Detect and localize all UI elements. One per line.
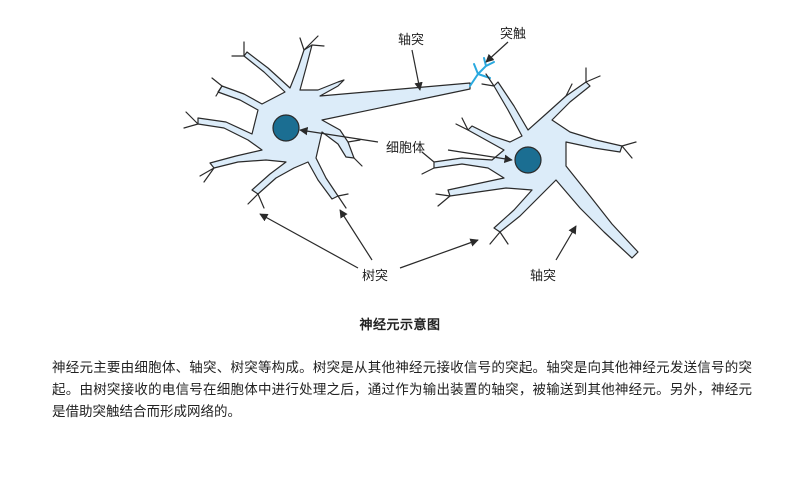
axon-top-arrow — [411, 49, 423, 91]
dendrite-label: 树突 — [362, 268, 388, 284]
left-neuron-body — [197, 44, 471, 200]
figure-description: 神经元主要由细胞体、轴突、树突等构成。树突是从其他神经元接收信号的突起。轴突是向… — [52, 360, 752, 420]
left-neuron — [183, 35, 471, 209]
dendrite-arrow-2 — [339, 209, 373, 261]
neuron-diagram: 轴突 突触 细胞体 树突 轴突 — [183, 26, 639, 284]
synapse-arrow — [485, 41, 509, 63]
synapse-terminal — [469, 57, 495, 87]
left-neuron-dendrite-branches — [183, 35, 363, 209]
right-neuron-nucleus — [514, 146, 542, 174]
axon-bottom-label: 轴突 — [530, 268, 556, 284]
axon-bottom-arrow — [555, 225, 577, 261]
synapse-label: 突触 — [500, 26, 526, 42]
figure-caption: 神经元示意图 — [359, 318, 441, 333]
dendrite-arrow-3 — [399, 238, 479, 269]
dendrite-arrow-1 — [259, 213, 359, 269]
cell-body-arrow-right — [447, 149, 513, 163]
right-neuron — [421, 67, 639, 259]
cell-body-label: 细胞体 — [386, 141, 425, 156]
right-neuron-dendrite-branches — [421, 67, 637, 245]
callout-arrows — [259, 41, 577, 269]
axon-top-label: 轴突 — [398, 32, 424, 48]
left-neuron-nucleus — [272, 114, 300, 142]
cell-body-arrow-left — [299, 126, 379, 143]
